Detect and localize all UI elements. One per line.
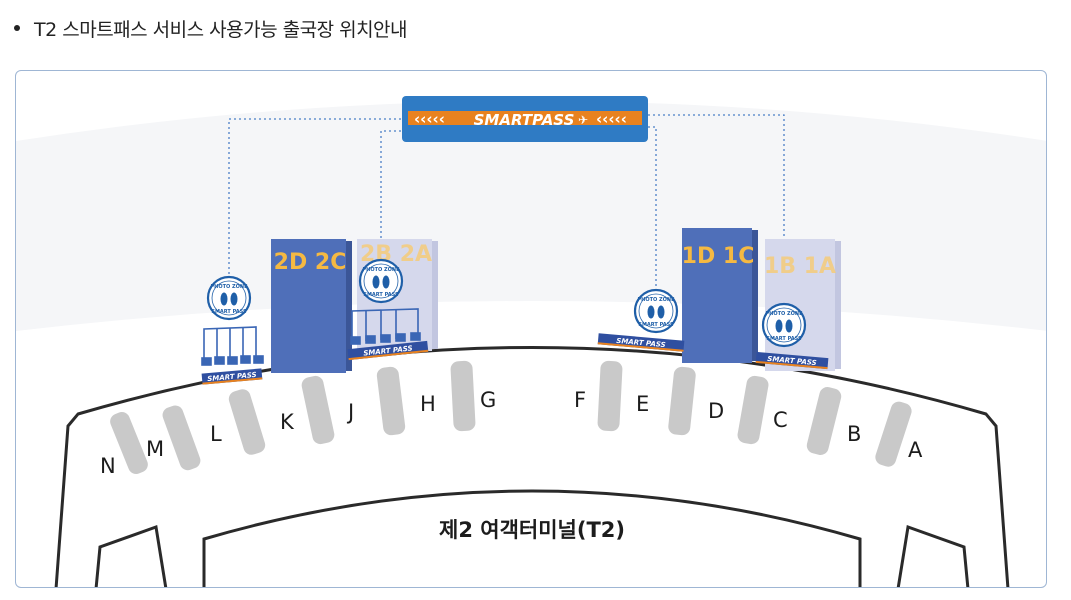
badge-top-text: PHOTO ZONE (363, 267, 401, 273)
kiosk-machine (380, 334, 391, 343)
terminal-outline (54, 346, 1010, 587)
pier-label-m: M (146, 437, 164, 461)
pier-label-a: A (908, 438, 923, 462)
pier-bar-l (228, 389, 266, 455)
gate-block-side (432, 241, 438, 349)
kiosk-lanes-left (201, 326, 264, 366)
kiosk-machine (240, 355, 251, 364)
kiosk-machine (227, 356, 238, 365)
connector-line-left-outer (228, 118, 401, 277)
pier-label-e: E (636, 392, 649, 416)
pier-label-j: J (346, 400, 354, 424)
kiosk-machine (201, 357, 212, 366)
floor-strip-edge (348, 349, 429, 361)
terminal-label: 제2 여객터미널(T2) (439, 518, 625, 542)
floor-strip-bg (755, 351, 829, 370)
smartpass-logo-text: SMARTPASS (474, 111, 575, 129)
pier-label-d: D (708, 399, 724, 423)
gate-1d-1c: 1D 1C (682, 228, 758, 363)
gate-label: 1B 1A (764, 254, 836, 279)
pier-label-k: K (280, 410, 295, 434)
floor-strip-edge (755, 360, 828, 370)
gate-2d-2c: 2D 2C (271, 239, 352, 373)
floor-strip-bg (347, 340, 429, 361)
terminal-right-wing (896, 524, 970, 587)
smartpass-banner: ‹‹‹‹‹ ‹‹‹‹‹ SMARTPASS ✈ (402, 96, 648, 142)
chevrons-left-icon: ‹‹‹‹‹ (414, 110, 445, 128)
terminal-map-svg: N M L K J H G F E D C B A 제2 여객터미널(T2) ‹… (16, 96, 1046, 587)
pier-bar-d (737, 375, 769, 445)
badge-bottom-text: SMART PASS (638, 322, 674, 328)
badge-bottom-text: SMART PASS (766, 336, 802, 342)
floor-strip-right-center: SMART PASS (597, 333, 685, 352)
heading-text: T2 스마트패스 서비스 사용가능 출국장 위치안내 (34, 18, 408, 41)
badge-top-text: PHOTO ZONE (211, 284, 249, 290)
pier-bar-b (875, 401, 912, 467)
gate-block (271, 239, 346, 373)
footprints-icon (775, 319, 793, 333)
terminal-left-wing (94, 524, 168, 587)
pier-label-g: G (480, 388, 496, 412)
gate-block (682, 228, 752, 363)
footprints-icon (372, 275, 390, 289)
gate-label: 2D 2C (274, 250, 347, 275)
floor-strip-edge (202, 377, 263, 385)
gate-label: 1D 1C (682, 244, 755, 269)
badge-top-text: PHOTO ZONE (638, 297, 676, 303)
gate-block-side (835, 241, 841, 369)
floor-strip-center: SMART PASS (347, 340, 429, 361)
gate-block-side (346, 241, 352, 371)
bullet-icon (14, 25, 20, 31)
floor-strip-bg (597, 333, 685, 352)
pier-label-n: N (100, 454, 116, 478)
pier-bar-g (450, 360, 476, 432)
photo-zone-badge: PHOTO ZONE SMART PASS (206, 275, 252, 321)
badge-top-text: PHOTO ZONE (766, 311, 804, 317)
kiosk-machine (365, 335, 376, 344)
footprints-icon (647, 305, 665, 319)
pier-bar-k (301, 375, 335, 445)
kiosk-frame (351, 308, 419, 341)
pier-bars (110, 360, 912, 475)
pier-bar-c (806, 387, 842, 455)
kiosk-machine (395, 333, 406, 342)
pier-label-f: F (574, 388, 586, 412)
kiosk-machine (350, 336, 361, 345)
pier-label-c: C (773, 408, 788, 432)
pier-label-h: H (420, 392, 436, 416)
pier-label-b: B (847, 422, 861, 446)
pier-bar-f (597, 360, 623, 432)
photo-zone-badge: PHOTO ZONE SMART PASS (633, 288, 679, 334)
chevrons-right-icon: ‹‹‹‹‹ (596, 110, 627, 128)
connector-line-left-inner (380, 130, 401, 277)
pier-bar-e (668, 366, 696, 436)
terminal-map: N M L K J H G F E D C B A 제2 여객터미널(T2) ‹… (15, 70, 1047, 588)
pier-bar-j (376, 366, 406, 436)
kiosk-machine (410, 332, 421, 341)
pier-labels: N M L K J H G F E D C B A (100, 388, 923, 478)
gate-block-side (752, 230, 758, 361)
section-heading: T2 스마트패스 서비스 사용가능 출국장 위치안내 (14, 12, 408, 44)
photo-zone-badge: PHOTO ZONE SMART PASS (358, 258, 404, 304)
kiosk-lanes-center (350, 308, 421, 345)
badge-bottom-text: SMART PASS (363, 292, 399, 298)
kiosk-machine (253, 355, 264, 364)
pier-bar-n (110, 411, 148, 475)
kiosk-machine (214, 356, 225, 365)
plane-icon: ✈ (578, 113, 588, 127)
floor-strip-left: SMART PASS (201, 368, 263, 385)
pier-bar-m (162, 405, 201, 471)
photo-zone-badge: PHOTO ZONE SMART PASS (761, 302, 807, 348)
floor-strip-right: SMART PASS (755, 351, 829, 370)
footprints-icon (220, 292, 238, 306)
pier-label-l: L (210, 422, 222, 446)
terminal-inner-line (202, 489, 862, 587)
badge-bottom-text: SMART PASS (211, 309, 247, 315)
smartpass-banner-stripe (408, 111, 642, 125)
floor-strip-edge (597, 342, 684, 352)
